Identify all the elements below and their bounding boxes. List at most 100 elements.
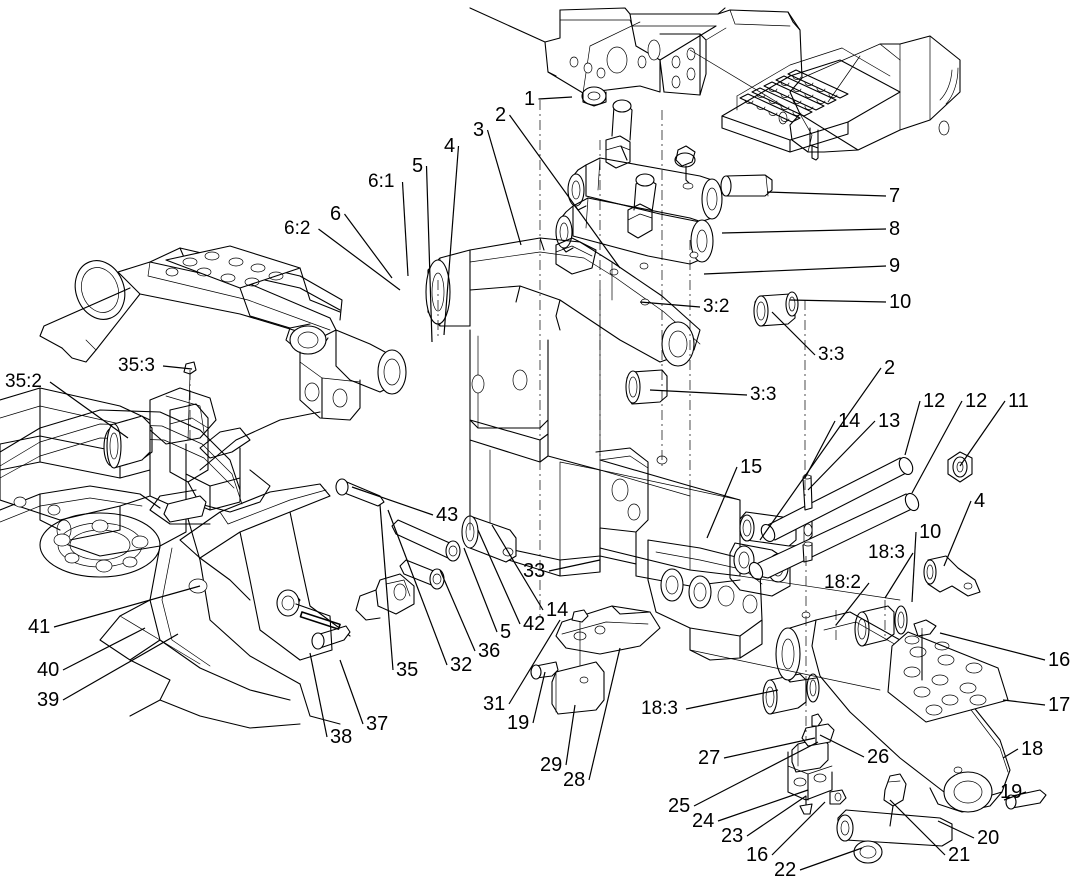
callout-13: 13 bbox=[878, 410, 901, 432]
hydraulic-cylinder-lower bbox=[555, 145, 714, 270]
leader-23 bbox=[746, 795, 807, 837]
hydraulic-cylinder-upper bbox=[567, 86, 723, 223]
part-17-tread-plate bbox=[887, 619, 1009, 723]
callout-4: 4 bbox=[974, 490, 986, 512]
callout-5: 5 bbox=[412, 155, 424, 177]
callout-2: 2 bbox=[495, 104, 507, 126]
callout-26: 26 bbox=[867, 746, 890, 768]
callout-6-1: 6:1 bbox=[368, 171, 395, 192]
callout-25: 25 bbox=[668, 795, 691, 817]
leader-10 bbox=[789, 299, 887, 303]
leader-29 bbox=[565, 704, 576, 766]
step-grate-platform bbox=[689, 47, 901, 161]
callout-22: 22 bbox=[774, 859, 797, 879]
sensor-bracket-assembly bbox=[787, 713, 847, 815]
leader-6-1 bbox=[401, 181, 409, 277]
leader-35 bbox=[379, 504, 394, 671]
callout-35: 35 bbox=[396, 659, 419, 681]
main-lift-arm bbox=[425, 237, 701, 367]
leader-36 bbox=[439, 569, 476, 652]
callout-9: 9 bbox=[889, 255, 901, 277]
callout-11: 11 bbox=[1008, 390, 1029, 412]
callout-35-3: 35:3 bbox=[118, 355, 155, 376]
leader-18 bbox=[1002, 748, 1019, 759]
leader-3-2 bbox=[639, 301, 701, 308]
leader-28 bbox=[588, 647, 621, 781]
callout-27: 27 bbox=[698, 747, 721, 769]
callout-15: 15 bbox=[740, 456, 763, 478]
leader-12 bbox=[911, 400, 963, 494]
callout-33: 33 bbox=[523, 560, 546, 582]
part-7-pin bbox=[720, 174, 773, 197]
leader-10 bbox=[911, 531, 917, 603]
callout-6: 6 bbox=[330, 203, 342, 225]
leader-18-3 bbox=[685, 689, 779, 710]
callout-1: 1 bbox=[524, 88, 536, 110]
callout-3: 3 bbox=[473, 119, 485, 141]
callout-12: 12 bbox=[965, 390, 988, 412]
leader-13 bbox=[807, 420, 876, 491]
callout-10: 10 bbox=[919, 521, 942, 543]
leader-14 bbox=[491, 524, 544, 611]
callout-31: 31 bbox=[483, 693, 506, 715]
leader-5 bbox=[463, 547, 498, 633]
callout-18-2: 18:2 bbox=[824, 572, 861, 593]
leader-14 bbox=[804, 420, 836, 479]
callout-12: 12 bbox=[923, 390, 946, 412]
leader-16 bbox=[771, 801, 826, 856]
leader-16 bbox=[939, 632, 1046, 661]
leader-39 bbox=[62, 633, 179, 701]
leader-33 bbox=[548, 559, 601, 572]
callout-3-3: 3:3 bbox=[750, 384, 777, 405]
leader-17 bbox=[1002, 699, 1046, 706]
leader-lines bbox=[49, 96, 1046, 871]
bracket-28-29-assembly bbox=[530, 605, 661, 715]
callout-36: 36 bbox=[478, 640, 501, 662]
callout-37: 37 bbox=[366, 713, 389, 735]
leader-35-2 bbox=[49, 381, 129, 439]
leader-4 bbox=[943, 500, 972, 567]
part-4-lug-bracket bbox=[923, 555, 981, 597]
leader-25 bbox=[693, 741, 819, 807]
leader-9 bbox=[703, 265, 887, 275]
leader-42 bbox=[477, 529, 521, 625]
callout-8: 8 bbox=[889, 218, 901, 240]
leader-19 bbox=[532, 671, 546, 724]
leader-35-3 bbox=[162, 365, 193, 370]
callout-14: 14 bbox=[546, 599, 569, 621]
leader-43 bbox=[351, 486, 434, 516]
leader-41 bbox=[53, 585, 201, 628]
callout-3-3: 3:3 bbox=[818, 344, 845, 365]
rods-and-pins bbox=[748, 451, 973, 581]
leader-3-3 bbox=[649, 389, 748, 396]
leader-32 bbox=[387, 509, 448, 666]
leader-4 bbox=[443, 145, 460, 336]
left-frame-and-hub bbox=[0, 245, 415, 729]
leader-27 bbox=[723, 737, 816, 759]
leader-3-3 bbox=[771, 311, 816, 356]
callout-2: 2 bbox=[884, 357, 896, 379]
leader-18-2 bbox=[835, 582, 870, 626]
leader-24 bbox=[717, 789, 809, 822]
callout-18-3: 18:3 bbox=[641, 698, 678, 719]
callout-42: 42 bbox=[523, 613, 546, 635]
leader-31 bbox=[508, 619, 561, 705]
leader-1 bbox=[538, 96, 573, 100]
leader-5 bbox=[425, 165, 433, 343]
callout-23: 23 bbox=[721, 825, 744, 847]
leader-2 bbox=[509, 114, 621, 269]
leader-26 bbox=[819, 734, 865, 758]
callout-19: 19 bbox=[1000, 781, 1023, 803]
leader-21 bbox=[889, 799, 946, 856]
leader-22 bbox=[799, 847, 863, 871]
callout-3-2: 3:2 bbox=[703, 296, 730, 317]
leader-7 bbox=[766, 191, 887, 197]
callout-41: 41 bbox=[28, 616, 51, 638]
callout-6-2: 6:2 bbox=[284, 218, 311, 239]
leader-40 bbox=[62, 627, 146, 671]
callout-20: 20 bbox=[977, 827, 1000, 849]
callout-4: 4 bbox=[444, 135, 456, 157]
callout-35-2: 35:2 bbox=[5, 371, 42, 392]
leader-37 bbox=[339, 659, 364, 725]
